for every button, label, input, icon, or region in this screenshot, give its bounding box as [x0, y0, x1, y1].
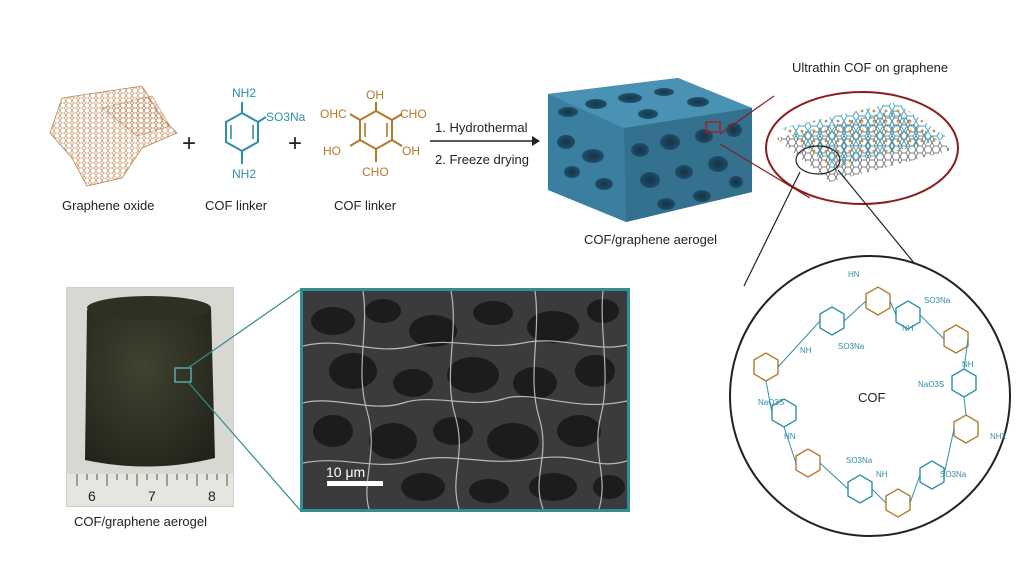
- aerogel-photo-image: [67, 288, 233, 506]
- cof-group-8: NH: [902, 324, 914, 333]
- cof-group-5: NaO3S: [758, 398, 785, 407]
- cof-group-11: HN: [784, 432, 796, 441]
- ruler-number-8: 8: [208, 488, 216, 504]
- cof-group-10: NH2: [990, 432, 1007, 441]
- sem-image: [300, 288, 630, 512]
- process-arrow: [430, 136, 540, 146]
- cof-group-1: HN: [848, 270, 860, 279]
- cof-linker-2-label: COF linker: [334, 198, 397, 213]
- photo-label: COF/graphene aerogel: [74, 514, 207, 529]
- inset-title: Ultrathin COF on graphene: [792, 60, 949, 75]
- cof-group-3: SO3Na: [838, 342, 865, 351]
- cof-group-7: SO3Na: [940, 470, 967, 479]
- cof-group-4: NaO3S: [918, 380, 945, 389]
- linker2-left-top-group: OHC: [320, 107, 347, 121]
- aerogel-photo: [66, 287, 234, 507]
- linker1-bottom-group: NH2: [232, 167, 257, 181]
- cof-linker-1-label: COF linker: [205, 198, 268, 213]
- cof-linker-2-structure: [349, 102, 403, 162]
- linker2-right-top-group: CHO: [400, 107, 427, 121]
- cof-group-9: NH: [800, 346, 812, 355]
- linker2-left-bottom-group: HO: [323, 144, 341, 158]
- cof-group-2: SO3Na: [924, 296, 951, 305]
- linker2-top-group: OH: [366, 88, 384, 102]
- ruler-number-6: 6: [88, 488, 96, 504]
- cof-center-label: COF: [858, 390, 886, 405]
- cof-group-6: SO3Na: [846, 456, 873, 465]
- linker1-side-group: SO3Na: [266, 110, 306, 124]
- process-step-2: 2. Freeze drying: [435, 152, 529, 167]
- plus-sign-1: +: [182, 130, 197, 157]
- sem-image-content: [303, 291, 627, 509]
- ruler-number-7: 7: [148, 488, 156, 504]
- cof-linker-1-structure: [225, 102, 267, 164]
- cof-group-12: NH: [876, 470, 888, 479]
- aerogel-label: COF/graphene aerogel: [584, 232, 717, 247]
- linker2-right-bottom-group: OH: [402, 144, 420, 158]
- graphene-oxide-sheet: [49, 85, 178, 187]
- linker1-top-group: NH2: [232, 86, 257, 100]
- cof-group-13: NH: [962, 360, 974, 369]
- plus-sign-2: +: [288, 130, 303, 157]
- zoom-lines: [188, 289, 301, 511]
- sem-scale-bar-label: 10 μm: [326, 464, 366, 480]
- cof-graphene-inset: [719, 91, 1011, 537]
- process-step-1: 1. Hydrothermal: [435, 120, 528, 135]
- linker2-bottom-group: CHO: [362, 165, 389, 179]
- aerogel-cube: [548, 78, 752, 222]
- graphene-oxide-label: Graphene oxide: [62, 198, 155, 213]
